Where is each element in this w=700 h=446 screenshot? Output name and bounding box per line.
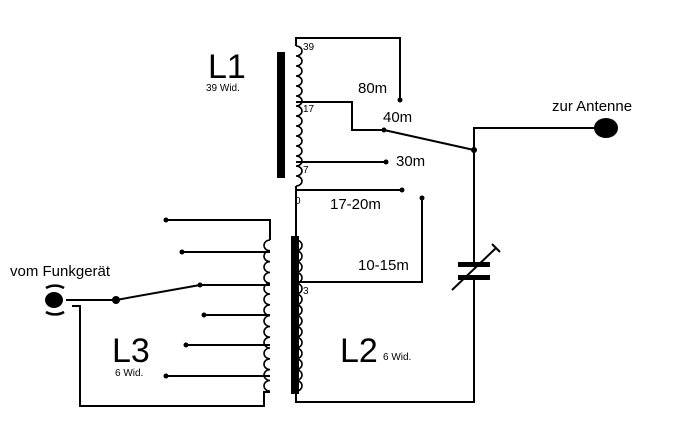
l3-contact-6 [163, 373, 169, 379]
l3-contact-5 [183, 342, 189, 348]
wire-tap-3 [296, 198, 423, 283]
band-switch-arm [383, 129, 475, 151]
l3-label: L3 [112, 332, 150, 370]
band-label-17-20m: 17-20m [330, 196, 381, 213]
l3-tap-1 [166, 219, 271, 240]
wire-ground-return [295, 280, 475, 403]
l3-switch-arm [115, 284, 201, 301]
wire-antenna [473, 127, 604, 150]
l3-contact-1 [163, 217, 169, 223]
band-label-80m: 80m [358, 80, 387, 97]
l3-contact-4 [201, 312, 207, 318]
tap-label-0: 0 [295, 196, 301, 207]
l1-turns: 39 Wid. [206, 83, 240, 94]
l2-core [291, 236, 299, 394]
antenna-label: zur Antenne [552, 98, 632, 115]
band-label-10-15m: 10-15m [358, 257, 409, 274]
contact-10-15m [419, 195, 425, 201]
l1-label: L1 [208, 48, 246, 86]
capacitor-arrow-tick [491, 243, 501, 253]
tap-label-39: 39 [303, 42, 315, 53]
l2-label: L2 [340, 332, 378, 370]
tap-label-7: 7 [303, 165, 309, 176]
contact-80m [397, 97, 403, 103]
l2-turns: 6 Wid. [383, 352, 411, 363]
l1-core [277, 52, 285, 178]
input-connector-shield-top [45, 284, 65, 290]
wire-tap-39 [295, 37, 401, 100]
capacitor-plate-bottom [458, 275, 490, 280]
contact-30m [383, 159, 389, 165]
input-connector-shield-bottom [45, 310, 65, 316]
capacitor-arrow [451, 247, 497, 291]
antenna-connector [594, 118, 618, 138]
wire-tap-17 [296, 101, 384, 131]
tap-label-17: 17 [303, 104, 315, 115]
l1-coil [295, 45, 303, 187]
radio-label: vom Funkgerät [10, 263, 111, 280]
band-label-40m: 40m [383, 109, 412, 126]
tap-label-3: 3 [303, 286, 309, 297]
l3-turns: 6 Wid. [115, 368, 143, 379]
l3-contact-2 [179, 249, 185, 255]
capacitor-plate-top [458, 262, 490, 267]
wire-input-return [72, 305, 270, 407]
band-label-30m: 30m [396, 153, 425, 170]
input-connector [45, 292, 63, 308]
contact-17-20m [399, 187, 405, 193]
l2-coil [295, 239, 303, 392]
